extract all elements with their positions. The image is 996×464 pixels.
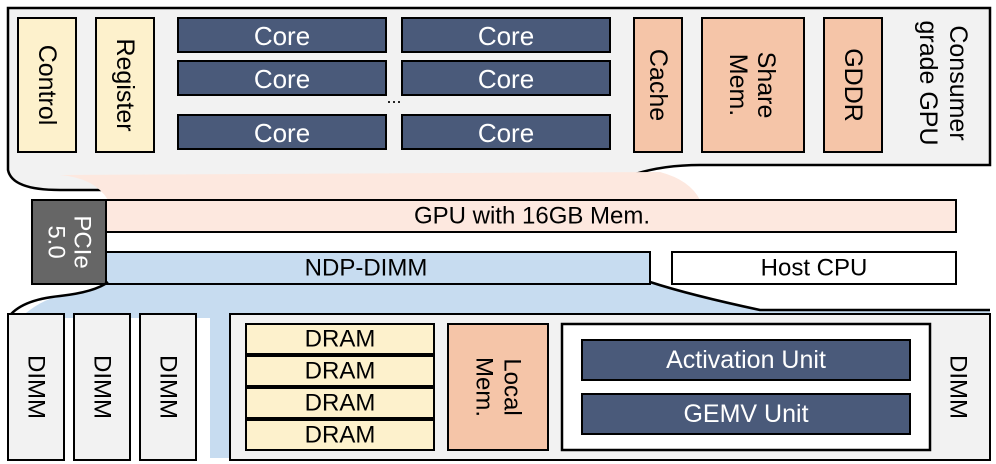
gpu-mem-bar	[103, 199, 957, 233]
dram-label: DRAM	[305, 390, 376, 417]
dram-chip	[245, 387, 435, 419]
dimm-box	[139, 313, 197, 461]
activation-unit-label: Activation Unit	[666, 346, 826, 374]
dram-stack: DRAM DRAM DRAM DRAM	[245, 323, 435, 451]
pcie-box	[31, 199, 107, 285]
core-block	[401, 17, 611, 53]
local-mem-box	[447, 323, 549, 451]
gddr-box	[823, 17, 883, 153]
gemv-unit-box	[581, 393, 911, 435]
share-mem-box	[701, 17, 805, 153]
share-mem-label-line1: Share	[752, 52, 780, 119]
pcie-label-line1: PCIe	[69, 215, 96, 268]
dram-chip	[245, 419, 435, 451]
dimm-region-outline	[6, 280, 990, 319]
dimm-label: DIMM	[155, 355, 182, 419]
cache-label: Cache	[644, 49, 672, 121]
gemv-unit-label: GEMV Unit	[683, 400, 808, 428]
dram-label: DRAM	[305, 326, 376, 353]
gddr-label: GDDR	[839, 48, 867, 122]
core-block	[177, 114, 387, 150]
gpu-mem-label: GPU with 16GB Mem.	[414, 203, 650, 230]
dimm-box	[73, 313, 131, 461]
ndp-dimm-side-label: DIMM	[945, 355, 972, 419]
dimm-label: DIMM	[89, 355, 116, 419]
control-label: Control	[33, 45, 61, 126]
gpu-title-line1: Consumer	[944, 25, 972, 140]
dram-chip	[245, 323, 435, 355]
share-mem-label-line2: Mem.	[724, 54, 752, 117]
core-label: Core	[254, 21, 310, 51]
host-cpu-bar	[671, 251, 957, 285]
dimm-box	[7, 313, 65, 461]
local-mem-label-line1: Local	[499, 358, 526, 415]
core-block	[177, 17, 387, 53]
dram-chip	[245, 355, 435, 387]
activation-unit-box	[581, 339, 911, 381]
core-block	[401, 60, 611, 96]
dimm-label: DIMM	[23, 355, 50, 419]
pcie-label-line2: 5.0	[43, 225, 70, 258]
gpu-title-line2: grade GPU	[914, 20, 942, 145]
core-grid: Core Core Core Core ... Core Core	[177, 17, 611, 150]
core-block	[401, 114, 611, 150]
core-label: Core	[478, 21, 534, 51]
local-mem-label-line2: Mem.	[471, 357, 498, 417]
core-label: Core	[254, 64, 310, 94]
ndp-dimm-label: NDP-DIMM	[305, 255, 428, 282]
gpu-connector-wedge	[60, 172, 700, 200]
register-label: Register	[111, 38, 139, 131]
host-cpu-label: Host CPU	[761, 255, 868, 282]
core-label: Core	[254, 118, 310, 148]
cache-box	[633, 17, 683, 153]
ellipsis: ...	[386, 87, 401, 107]
dram-label: DRAM	[305, 358, 376, 385]
control-box	[17, 17, 77, 153]
core-label: Core	[478, 64, 534, 94]
register-box	[95, 17, 155, 153]
core-block	[177, 60, 387, 96]
core-label: Core	[478, 118, 534, 148]
dram-label: DRAM	[305, 422, 376, 449]
ndp-dimm-bar	[103, 251, 651, 285]
